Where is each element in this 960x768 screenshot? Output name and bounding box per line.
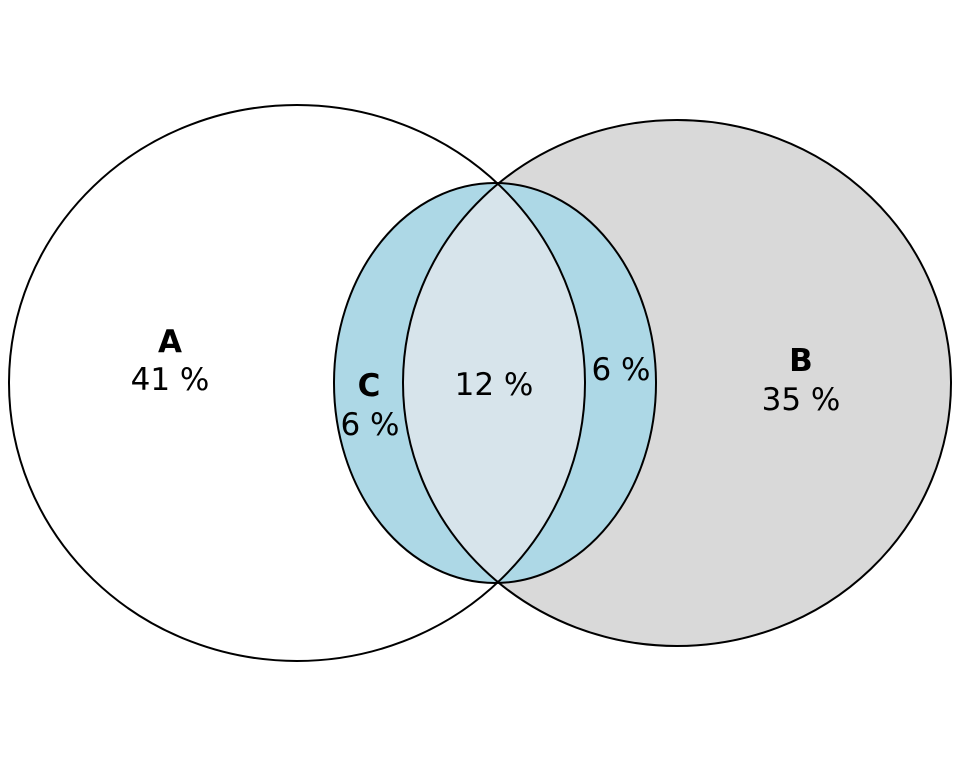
set-c-percent: 6 % [340,407,399,443]
set-a-outline [8,104,586,662]
set-c-name: C [358,368,381,404]
set-a-name: A [158,324,182,360]
overlap-b-c-percent: 6 % [591,352,650,388]
overlap-center-percent: 12 % [455,367,534,403]
set-b-name: B [789,343,813,379]
overlap-center-region [403,120,585,646]
set-b-percent: 35 % [762,382,841,418]
set-c-outline [333,182,657,584]
set-b-outline [402,119,952,647]
set-a-percent: 41 % [131,362,210,398]
